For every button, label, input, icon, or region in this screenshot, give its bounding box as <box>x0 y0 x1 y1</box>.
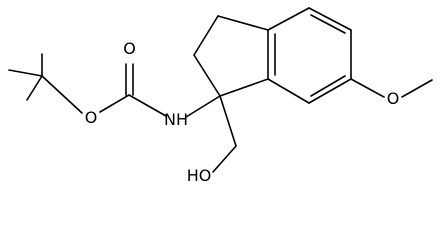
hydroxyl-group-label: HO <box>187 166 212 185</box>
bond-tbu-methyl-bottom <box>26 75 43 101</box>
amine-nitrogen-label: NH <box>164 110 188 129</box>
bond-benzene-c6-c7 <box>308 78 352 104</box>
ester-oxygen-label: O <box>85 108 98 127</box>
bond-ring5-c1-c2 <box>193 54 221 97</box>
bond-tbu-methyl-left <box>8 69 43 77</box>
bond-methoxy-oxygen-to-methyl <box>401 79 433 98</box>
bond-ring5-c2-c3 <box>193 15 219 56</box>
bond-ch2-to-hydroxyl <box>212 145 237 173</box>
atom-labels: O O NH HO O <box>85 39 400 185</box>
bond-lines <box>8 7 433 173</box>
bond-quaternary-to-ch2 <box>219 95 237 147</box>
bond-benzene-c3a-c4 <box>267 7 310 31</box>
bond-tbu-to-ester-oxygen <box>41 75 83 114</box>
bond-c6-to-methoxy-oxygen <box>350 78 385 98</box>
carbonyl-oxygen-label: O <box>123 39 136 58</box>
bond-ester-oxygen-to-carbonyl <box>99 94 130 113</box>
chemical-structure-diagram: O O NH HO O <box>8 7 433 185</box>
bond-carbonyl-to-nitrogen <box>128 94 167 117</box>
bond-benzene-c4-c5-inner <box>310 14 346 34</box>
bond-benzene-c7-c7a <box>267 78 310 104</box>
bond-benzene-c4-c5 <box>308 7 352 31</box>
bond-ring5-c7a-c1 <box>219 78 269 97</box>
bond-nitrogen-to-quaternary-carbon <box>185 95 221 118</box>
bond-ring5-c3-c3a <box>217 15 269 31</box>
methoxy-oxygen-label: O <box>387 89 400 108</box>
bond-benzene-c6-c7-inner <box>310 75 346 97</box>
